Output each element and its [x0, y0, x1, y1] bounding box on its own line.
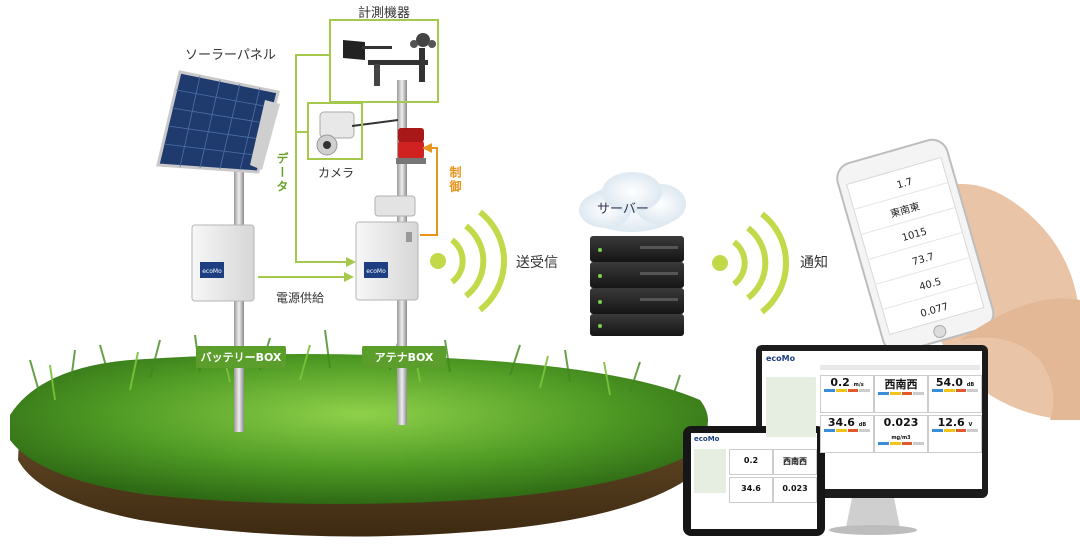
tablet-tile-4-value: 0.023: [782, 484, 808, 493]
antenna-box-logo: ecoMo: [366, 268, 386, 275]
monitor-tile-5-value: 0.023: [883, 416, 919, 429]
antenna-pole-unit: ecoMo: [316, 33, 436, 425]
tablet-tile-3: 34.6: [729, 477, 773, 503]
antenna-box: ecoMo: [355, 221, 419, 301]
battery-box: ecoMo: [191, 224, 255, 302]
monitor-logo: ecoMo: [766, 354, 796, 363]
monitor-tile-2: 西南西: [874, 375, 928, 413]
tablet-tile-4: 0.023: [773, 477, 817, 503]
monitor-tile-3: 54.0 dB: [928, 375, 982, 413]
label-solar-panel: ソーラーパネル: [185, 48, 276, 63]
grass-island: [10, 329, 708, 537]
monitor-dashboard: ecoMo 0.2 m/s 西南西 54.0 dB 34.6 dB 0.023 …: [762, 351, 982, 489]
power-supply-arrow: [258, 272, 354, 282]
server-cloud: [579, 172, 686, 232]
label-data: データ: [275, 152, 289, 194]
label-camera: カメラ: [318, 166, 355, 180]
monitor-tile-1: 0.2 m/s: [820, 375, 874, 413]
monitor-map: [766, 377, 816, 437]
control-arrow: [420, 143, 438, 236]
monitor-tile-3-unit: dB: [966, 382, 975, 388]
monitor-tile-6-unit: V: [968, 422, 973, 428]
monitor-tile-4: 34.6 dB: [820, 415, 874, 453]
tablet-tile-1-value: 0.2: [743, 456, 759, 465]
tablet-tile-3-value: 34.6: [741, 484, 761, 493]
label-control: 制御: [448, 166, 462, 194]
solar-panel-unit: ecoMo: [156, 70, 280, 432]
warning-light: [396, 128, 426, 164]
weather-sensors: [343, 33, 436, 86]
label-send-receive: 送受信: [516, 255, 558, 271]
monitor-tile-5-unit: mg/m3: [891, 435, 911, 441]
server-stack: [590, 236, 684, 336]
battery-box-logo: ecoMo: [202, 268, 222, 275]
label-power-supply: 電源供給: [276, 291, 325, 305]
tablet-logo: ecoMo: [694, 435, 720, 443]
badge-battery-box: バッテリーBOX: [196, 346, 286, 368]
camera-device: [316, 111, 399, 156]
monitor-tile-5: 0.023 mg/m3: [874, 415, 928, 453]
label-measuring-equipment: 計測機器: [358, 6, 411, 21]
monitor-tile-1-unit: m/s: [853, 382, 864, 388]
label-notification: 通知: [800, 255, 828, 271]
equipment-frame: [329, 19, 439, 103]
smartphone-in-hand: 1.7 東南東 1015 73.7 40.5 0.077: [836, 138, 1080, 420]
tablet-tile-1: 0.2: [729, 449, 773, 475]
data-lines: [295, 54, 356, 267]
tablet-tile-2: 西南西: [773, 449, 817, 475]
phone-reading-1: 1.7: [896, 176, 914, 191]
monitor-tile-6-value: 12.6: [937, 416, 965, 429]
monitor-tile-1-value: 0.2: [830, 376, 850, 389]
monitor-tab-bar: [820, 365, 980, 370]
solar-panel: [156, 70, 280, 174]
monitor-tile-6: 12.6 V: [928, 415, 982, 453]
monitor-tile-4-unit: dB: [858, 422, 867, 428]
tablet-map: [694, 449, 726, 493]
monitor-tile-3-value: 54.0: [935, 376, 963, 389]
tablet-tile-2-value: 西南西: [783, 457, 807, 466]
tablet-dashboard: ecoMo 0.2 西南西 34.6 0.023: [691, 433, 817, 529]
signal-waves-left: [430, 209, 508, 313]
monitor-tile-2-value: 西南西: [884, 378, 918, 391]
signal-waves-right: [712, 211, 790, 315]
monitor-tile-4-value: 34.6: [827, 416, 855, 429]
badge-antenna-box: アテナBOX: [362, 346, 446, 368]
label-server: サーバー: [597, 202, 649, 217]
